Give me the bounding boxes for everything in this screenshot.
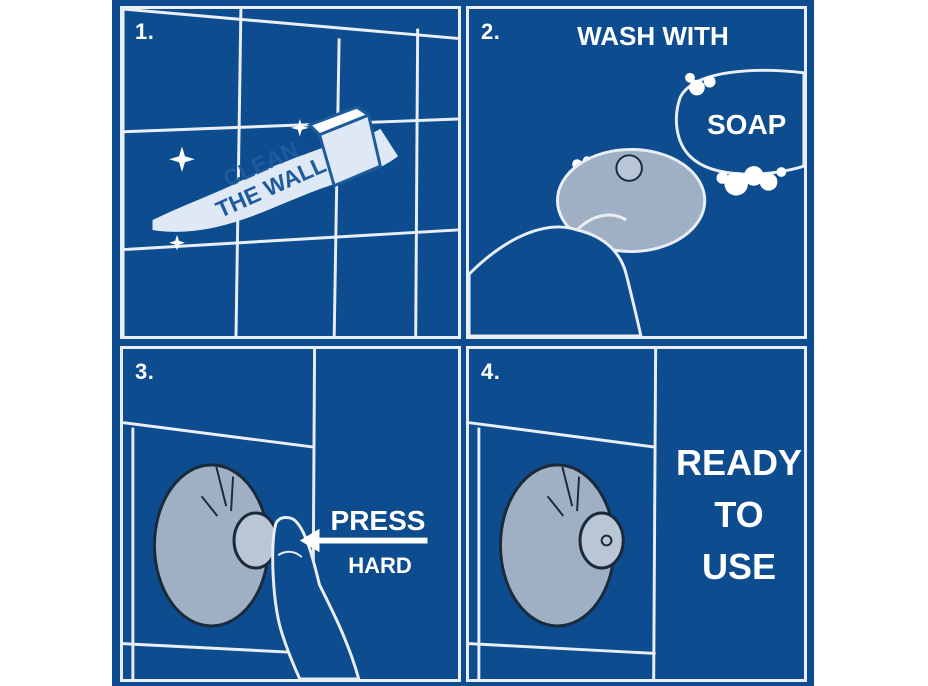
- suction-cup-icon: [153, 463, 279, 628]
- wash-illustration: [469, 68, 804, 336]
- step-3-panel: 3. PRESS HARD: [120, 346, 461, 682]
- sparkle-icon: [169, 118, 309, 251]
- step-2-panel: 2. WASH WITH SOAP: [466, 6, 807, 339]
- ready-illustration: [469, 349, 658, 679]
- ready-to-use-label: READY TO USE: [675, 442, 803, 587]
- sponge-icon: [306, 105, 383, 188]
- step-1-panel: 1. CLEAN THE WALL: [120, 6, 461, 339]
- hand-icon: [469, 213, 643, 336]
- step-number: 3.: [135, 359, 155, 384]
- soap-label: SOAP: [707, 109, 787, 140]
- step-number: 4.: [481, 359, 501, 384]
- arrow-left-icon: [299, 528, 428, 553]
- step-4-panel: 4. READY TO USE: [466, 346, 807, 682]
- step-number: 1.: [135, 19, 155, 44]
- finger-icon: [271, 516, 361, 679]
- suction-cup-icon: [499, 463, 625, 628]
- wash-with-label: WASH WITH: [577, 21, 729, 51]
- tile-wall-illustration: [123, 9, 458, 336]
- suction-cup-icon: [555, 147, 707, 254]
- instruction-sheet: 1. CLEAN THE WALL: [112, 0, 814, 686]
- step-number: 2.: [481, 19, 501, 44]
- hard-label: HARD: [348, 553, 412, 578]
- soap-bubbles: [572, 72, 787, 217]
- press-label: PRESS: [330, 505, 426, 536]
- press-illustration: [123, 349, 428, 679]
